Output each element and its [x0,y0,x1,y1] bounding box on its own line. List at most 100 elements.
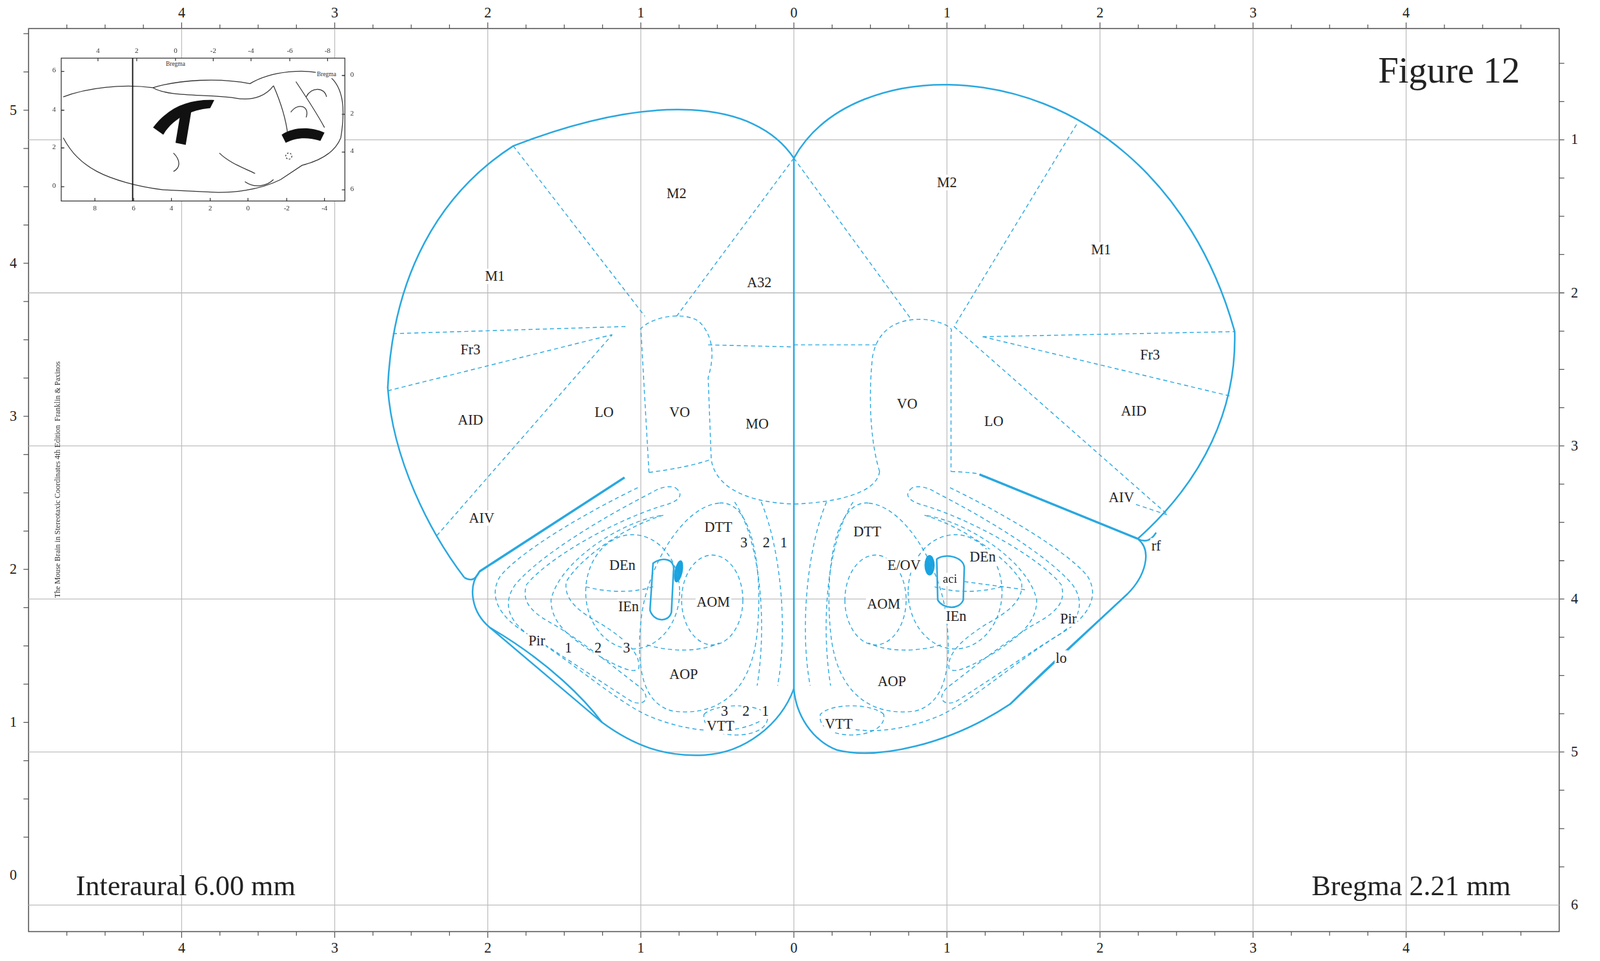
tick [1328,931,1330,936]
axis-number: 1 [942,5,952,21]
tick [946,22,948,29]
tick [1559,407,1565,408]
region-label: M1 [484,268,507,284]
region-label: A32 [746,274,773,291]
tick [1022,931,1024,936]
caption: Interaural 6.00 mm [74,871,297,903]
region-label: VTT [823,716,854,732]
tick [372,24,374,29]
tick [1061,24,1062,29]
tick [1559,598,1565,599]
tick [755,24,756,29]
tick [181,931,183,938]
region-label: VO [895,396,919,412]
tick [793,22,794,29]
tick [1559,637,1565,638]
tick [717,24,718,29]
tick [1559,177,1565,179]
axis-number: 2 [1569,285,1579,301]
tick [1559,828,1565,829]
tick [23,530,29,532]
tick [1405,931,1407,938]
region-label: DEn [608,557,638,574]
inset-number: 4 [50,106,57,115]
inset-number: -2 [282,205,291,213]
inset-number: 2 [50,143,57,152]
tick [1214,24,1216,29]
tick [640,931,641,938]
tick [1367,24,1369,29]
axis-number: 2 [483,940,493,956]
tick [23,109,29,111]
inset-number: 0 [172,48,179,57]
tick [908,931,909,936]
tick [334,931,335,938]
axis-number: 2 [483,5,493,21]
region-label: 2 [593,640,603,656]
tick [870,931,871,936]
region-label: VTT [705,718,736,734]
region-label: AOM [866,596,902,612]
axis-number: 5 [8,102,18,119]
axis-number: 4 [1401,5,1411,21]
tick [1559,101,1565,102]
axis-number: 0 [8,867,18,883]
tick [1252,931,1254,938]
inset-number: 8 [92,205,99,213]
tick [1482,24,1484,29]
axis-number: 3 [1248,5,1258,21]
region-label: 3 [719,703,729,719]
tick [487,22,488,29]
grid [28,28,1559,932]
region-label: E/OV [886,557,922,574]
tick [1559,330,1565,332]
tick [449,24,450,29]
tick [66,931,68,936]
inset-number: 2 [207,205,213,213]
tick [1367,931,1369,936]
region-label: M1 [1090,242,1113,258]
tick [1290,931,1292,936]
region-label: AID [456,412,485,428]
region-label: AID [1119,403,1148,419]
tick [219,24,221,29]
tick [1482,931,1484,936]
tick [1559,484,1565,485]
inset-number: -6 [285,48,294,57]
axis-number: 0 [789,940,799,956]
tick [1137,24,1139,29]
region-label: 1 [760,703,770,719]
tick [1559,789,1565,791]
axis-number: 4 [1401,940,1411,956]
tick [23,377,29,379]
tick [23,262,29,264]
inset-number: 2 [349,110,355,119]
tick [602,24,603,29]
axis-number: 4 [8,255,18,272]
tick [678,24,680,29]
tick [564,931,565,936]
tick [678,931,680,936]
tick [1559,751,1565,753]
tick [23,722,29,723]
region-label: aci [941,573,958,587]
region-label: rf [1150,538,1162,554]
region-label: 3 [739,535,749,551]
region-label: DTT [852,524,883,540]
region-label: IEn [617,599,640,616]
tick [984,24,986,29]
tick [296,24,297,29]
tick [1559,713,1565,714]
axis-number: 0 [789,5,799,21]
tick [219,931,221,936]
region-label: DTT [703,519,734,536]
axis-number: 3 [1248,940,1258,956]
region-label: Pir [1059,611,1078,627]
region-label: IEn [944,608,968,625]
region-label: Fr3 [459,342,482,358]
tick [104,931,106,936]
inset-number: 6 [131,205,137,213]
tick [23,224,29,226]
figure-title: Figure 12 [1377,50,1522,92]
inset-number: 4 [168,205,175,213]
